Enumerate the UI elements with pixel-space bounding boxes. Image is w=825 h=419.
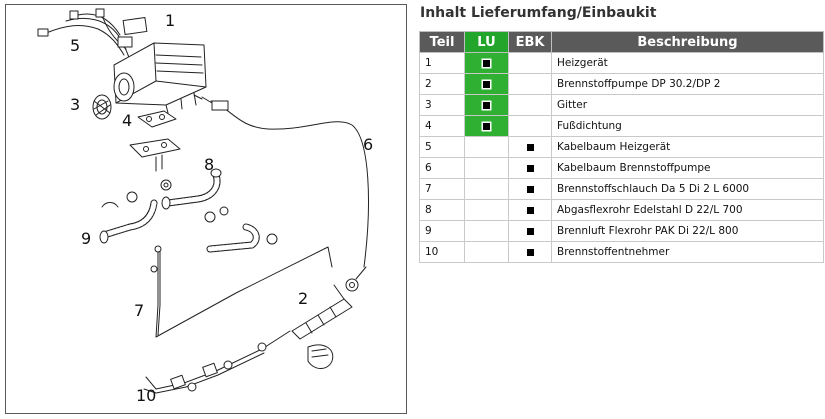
cell-ebk xyxy=(508,157,552,179)
cell-teil: 8 xyxy=(419,199,465,221)
cell-lu xyxy=(464,220,509,242)
table-row: 1 Heizgerät xyxy=(419,52,824,74)
callout-4: 4 xyxy=(122,111,133,130)
cell-ebk xyxy=(508,178,552,200)
callout-9: 9 xyxy=(81,229,92,248)
callout-2: 2 xyxy=(298,289,309,308)
cell-teil: 9 xyxy=(419,220,465,242)
cell-teil: 2 xyxy=(419,73,465,95)
cell-lu xyxy=(464,115,509,137)
cell-beschreibung: Brennstoffschlauch Da 5 Di 2 L 6000 xyxy=(551,178,824,200)
cell-ebk xyxy=(508,241,552,263)
cell-beschreibung: Brennstoffpumpe DP 30.2/DP 2 xyxy=(551,73,824,95)
table-row: 7 Brennstoffschlauch Da 5 Di 2 L 6000 xyxy=(419,178,824,200)
header-ebk: EBK xyxy=(508,31,552,53)
table-row: 3 Gitter xyxy=(419,94,824,116)
check-square-icon xyxy=(483,80,490,88)
cell-lu xyxy=(464,52,509,74)
check-square-icon xyxy=(526,227,534,235)
callout-8: 8 xyxy=(204,155,215,174)
cell-beschreibung: Brennstoffentnehmer xyxy=(551,241,824,263)
cell-ebk xyxy=(508,94,552,116)
cell-lu xyxy=(464,94,509,116)
cell-lu xyxy=(464,199,509,221)
cell-teil: 4 xyxy=(419,115,465,137)
header-beschreibung: Beschreibung xyxy=(551,31,824,53)
cell-teil: 3 xyxy=(419,94,465,116)
table-row: 8 Abgasflexrohr Edelstahl D 22/L 700 xyxy=(419,199,824,221)
table-row: 2 Brennstoffpumpe DP 30.2/DP 2 xyxy=(419,73,824,95)
cell-lu xyxy=(464,157,509,179)
callout-3: 3 xyxy=(70,95,81,114)
check-square-icon xyxy=(526,164,534,172)
cell-beschreibung: Abgasflexrohr Edelstahl D 22/L 700 xyxy=(551,199,824,221)
check-square-icon xyxy=(526,206,534,214)
table-row: 10 Brennstoffentnehmer xyxy=(419,241,824,263)
cell-lu xyxy=(464,178,509,200)
check-square-icon xyxy=(526,248,534,256)
table-header-row: Teil LU EBK Beschreibung xyxy=(419,31,824,53)
cell-teil: 1 xyxy=(419,52,465,74)
table-row: 5 Kabelbaum Heizgerät xyxy=(419,136,824,158)
cell-ebk xyxy=(508,115,552,137)
exploded-parts-diagram: 1 2 3 4 5 6 7 8 9 10 xyxy=(5,4,407,414)
cell-beschreibung: Fußdichtung xyxy=(551,115,824,137)
header-lu: LU xyxy=(464,31,509,53)
cell-beschreibung: Kabelbaum Brennstoffpumpe xyxy=(551,157,824,179)
check-square-icon xyxy=(526,185,534,193)
check-square-icon xyxy=(526,143,534,151)
cell-beschreibung: Kabelbaum Heizgerät xyxy=(551,136,824,158)
cell-ebk xyxy=(508,220,552,242)
cell-teil: 6 xyxy=(419,157,465,179)
check-square-icon xyxy=(483,59,490,67)
cell-beschreibung: Heizgerät xyxy=(551,52,824,74)
cell-teil: 5 xyxy=(419,136,465,158)
table-row: 4 Fußdichtung xyxy=(419,115,824,137)
callout-10: 10 xyxy=(136,386,157,405)
cell-teil: 10 xyxy=(419,241,465,263)
callout-7: 7 xyxy=(134,301,145,320)
callout-1: 1 xyxy=(165,11,176,30)
table-row: 6 Kabelbaum Brennstoffpumpe xyxy=(419,157,824,179)
cell-ebk xyxy=(508,136,552,158)
cell-lu xyxy=(464,73,509,95)
cell-beschreibung: Gitter xyxy=(551,94,824,116)
cell-ebk xyxy=(508,199,552,221)
table-row: 9 Brennluft Flexrohr PAK Di 22/L 800 xyxy=(419,220,824,242)
cell-beschreibung: Brennluft Flexrohr PAK Di 22/L 800 xyxy=(551,220,824,242)
cell-lu xyxy=(464,136,509,158)
section-title: Inhalt Lieferumfang/Einbaukit xyxy=(420,5,657,21)
check-square-icon xyxy=(483,101,490,109)
header-teil: Teil xyxy=(419,31,465,53)
check-square-icon xyxy=(483,122,490,130)
cell-teil: 7 xyxy=(419,178,465,200)
cell-ebk xyxy=(508,73,552,95)
diagram-drawing xyxy=(37,8,369,394)
cell-lu xyxy=(464,241,509,263)
cell-ebk xyxy=(508,52,552,74)
callout-6: 6 xyxy=(363,135,374,154)
callout-5: 5 xyxy=(70,36,81,55)
